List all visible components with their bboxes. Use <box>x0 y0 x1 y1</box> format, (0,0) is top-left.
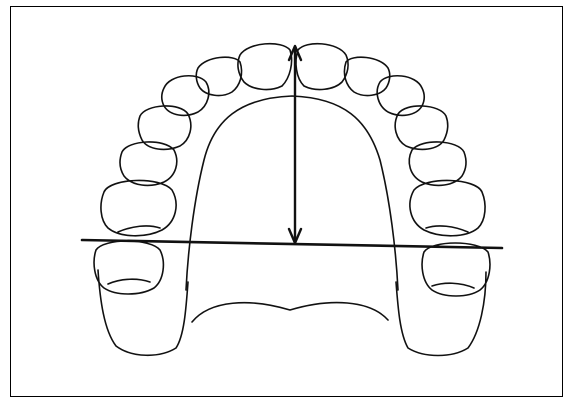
palate-outline <box>186 96 398 290</box>
outer-arch-outline <box>98 270 486 356</box>
tooth-first-molar-right-groove <box>426 226 468 232</box>
tooth-central-incisor-left <box>238 44 292 90</box>
tooth-canine-right <box>377 76 424 116</box>
tooth-first-premolar-right <box>395 106 448 149</box>
double-headed-vertical-arrow-icon <box>289 46 301 243</box>
tooth-central-incisor-right <box>296 44 348 90</box>
teeth-group <box>94 44 490 296</box>
tooth-second-molar-left-groove <box>108 279 150 284</box>
tooth-first-molar-left <box>101 180 176 235</box>
tooth-first-premolar-left <box>138 106 191 149</box>
tooth-canine-left <box>162 76 209 116</box>
tooth-lateral-incisor-left <box>196 57 241 95</box>
tooth-second-molar-right <box>422 243 490 296</box>
tooth-first-molar-right <box>410 180 485 235</box>
tooth-second-molar-right-groove <box>432 283 474 288</box>
palate-posterior-border <box>192 303 388 322</box>
tooth-first-molar-left-groove <box>118 226 160 232</box>
tooth-lateral-incisor-right <box>344 57 389 95</box>
tooth-second-molar-left <box>94 241 163 294</box>
